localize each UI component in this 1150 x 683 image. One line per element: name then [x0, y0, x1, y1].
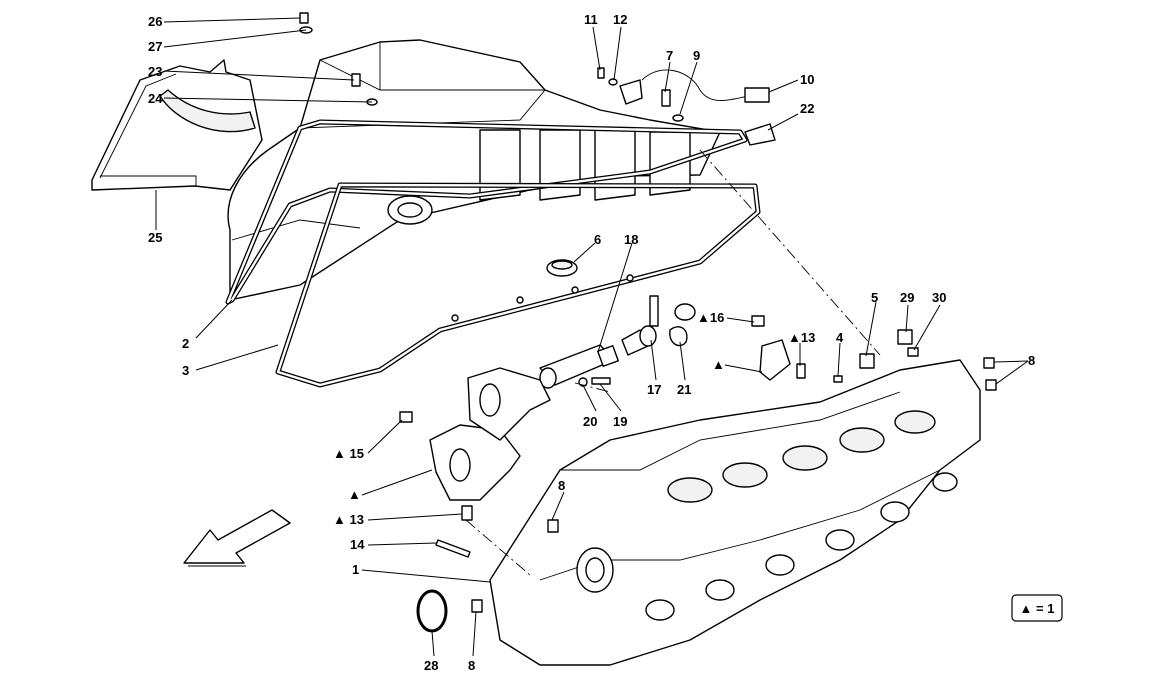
callout-labels: 26 27 23 24 25 11 12 7 9 10 22 6 18 2 3 … — [148, 12, 1035, 673]
callout-3: 3 — [182, 363, 189, 378]
callout-18: 18 — [624, 232, 638, 247]
callout-23: 23 — [148, 64, 162, 79]
callout-11: 11 — [584, 12, 598, 27]
alignment-lines — [465, 149, 881, 576]
sensor-assembly — [597, 67, 776, 146]
o-ring-part-28 — [416, 589, 448, 633]
leader-lines — [155, 17, 1029, 657]
rear-cover-part-25 — [91, 59, 263, 191]
callout-21: 21 — [677, 382, 691, 397]
callout-1: 1 — [352, 562, 359, 577]
callout-triangle-left: ▲ — [348, 487, 361, 502]
callout-7: 7 — [666, 48, 673, 63]
plug-part-8-bottom — [471, 599, 483, 613]
intake-ports — [667, 410, 936, 503]
callout-13-lower: ▲ 13 — [333, 512, 364, 527]
callout-30: 30 — [932, 290, 946, 305]
callout-10: 10 — [800, 72, 814, 87]
callout-15: ▲ 15 — [333, 446, 364, 461]
direction-arrow — [183, 509, 291, 567]
callout-26: 26 — [148, 14, 162, 29]
callout-20: 20 — [583, 414, 597, 429]
callout-27: 27 — [148, 39, 162, 54]
solenoid-assembly-part-18 — [539, 295, 696, 389]
callout-12: 12 — [613, 12, 627, 27]
callout-8-right: 8 — [1028, 353, 1035, 368]
callout-29: 29 — [900, 290, 914, 305]
callout-25: 25 — [148, 230, 162, 245]
grommet-part-6 — [546, 259, 578, 277]
callout-28: 28 — [424, 658, 438, 673]
callout-5: 5 — [871, 290, 878, 305]
callout-2: 2 — [182, 336, 189, 351]
callout-4: 4 — [836, 330, 844, 345]
small-bracket-part-16 — [751, 315, 806, 381]
callout-8-middle: 8 — [558, 478, 565, 493]
callout-17: 17 — [647, 382, 661, 397]
gasket-part-2 — [225, 119, 748, 305]
cam-bearing-bracket — [399, 367, 551, 521]
legend-text: ▲ = 1 — [1020, 601, 1055, 616]
dowel-pin-part-14 — [435, 539, 471, 558]
callout-6: 6 — [594, 232, 601, 247]
callout-9: 9 — [693, 48, 700, 63]
callout-16: ▲16 — [697, 310, 724, 325]
callout-14: 14 — [350, 537, 365, 552]
callout-8-bottom: 8 — [468, 658, 475, 673]
legend: ▲ = 1 — [1011, 594, 1063, 622]
small-parts-right — [833, 329, 997, 391]
exhaust-ports — [645, 472, 958, 621]
callout-triangle-right: ▲ — [712, 357, 725, 372]
cylinder-head-part-1 — [489, 359, 981, 666]
callout-24: 24 — [148, 91, 163, 106]
gasket-part-3 — [275, 182, 761, 388]
callout-22: 22 — [800, 101, 814, 116]
callout-13-upper: ▲13 — [788, 330, 815, 345]
callout-19: 19 — [613, 414, 627, 429]
